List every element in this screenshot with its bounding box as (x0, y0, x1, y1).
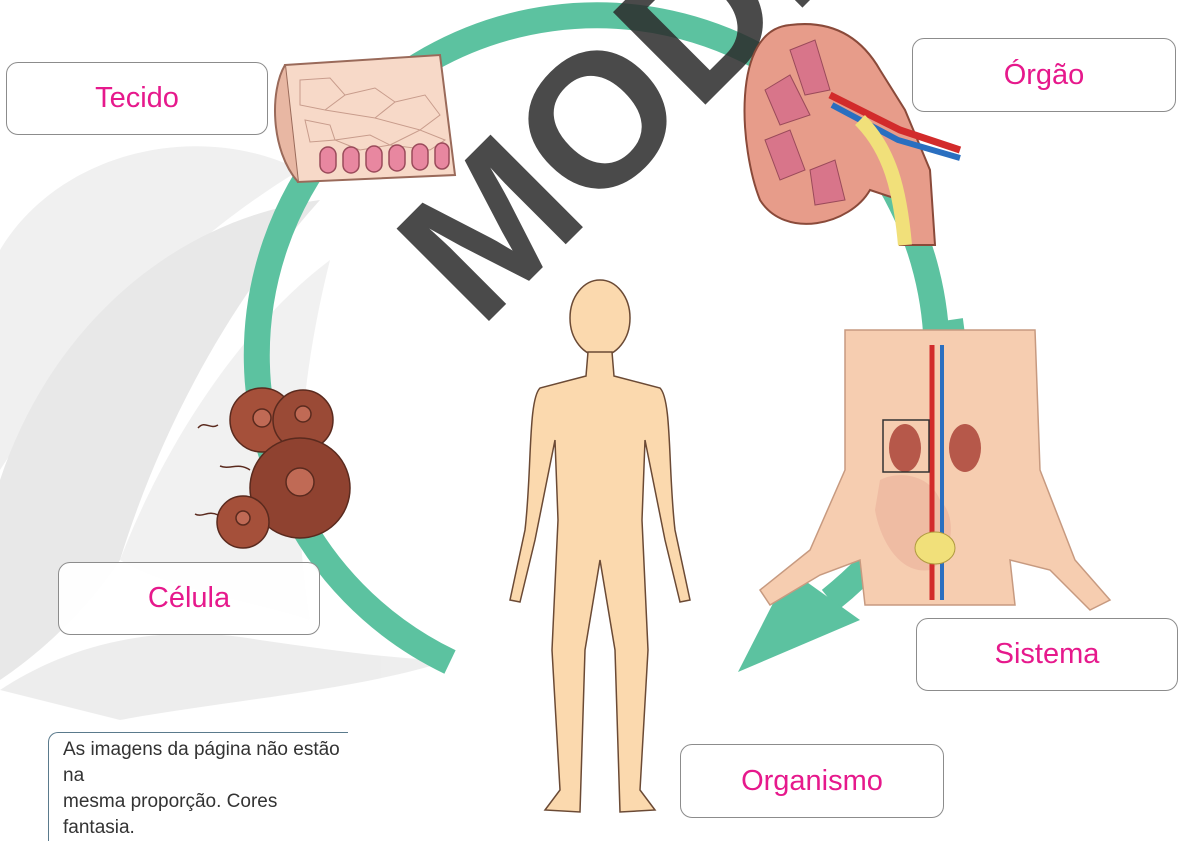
organism-illustration (510, 280, 690, 812)
label-sistema: Sistema (916, 618, 1178, 691)
tissue-illustration (275, 55, 455, 182)
caption-line-2: mesma proporção. Cores fantasia. (63, 789, 348, 841)
label-celula: Célula (58, 562, 320, 635)
label-orgao: Órgão (912, 38, 1176, 112)
system-illustration (760, 330, 1110, 610)
label-organismo: Organismo (680, 744, 944, 818)
caption-note: As imagens da página não estão na mesma … (48, 732, 348, 841)
label-tecido: Tecido (6, 62, 268, 135)
caption-line-1: As imagens da página não estão na (63, 737, 348, 789)
